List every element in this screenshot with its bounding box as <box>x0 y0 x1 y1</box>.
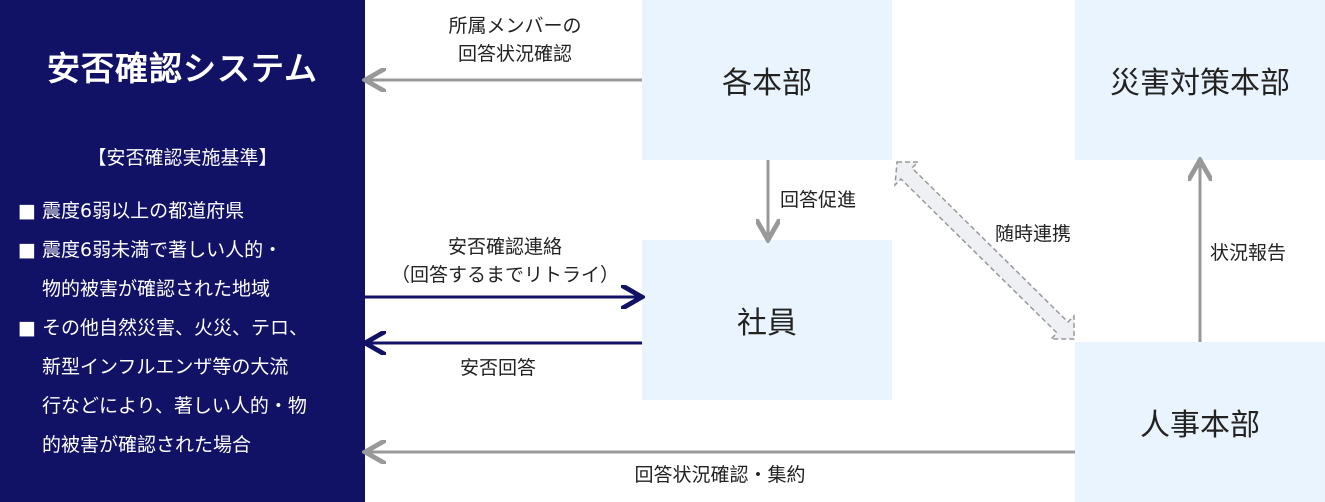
criteria-heading: 【安否確認実施基準】 <box>87 147 278 169</box>
criteria-line: その他自然災害、火災、テロ、 <box>42 317 309 339</box>
safety-confirmation-system-panel: 安否確認システム 【安否確認実施基準】 ■ 震度6弱以上の都道府県 ■ 震度6弱… <box>0 0 365 502</box>
criteria-line: 新型インフルエンザ等の大流 <box>42 356 289 378</box>
node-hr-hq: 人事本部 <box>1075 342 1325 502</box>
label-hq-to-employee: 回答促進 <box>780 189 857 211</box>
criteria-line: 物的被害が確認された地域 <box>42 278 271 300</box>
label-employee-to-system: 安否回答 <box>459 357 536 379</box>
node-headquarters: 各本部 <box>642 0 892 160</box>
criteria-line: 行などにより、著しい人的・物 <box>42 395 307 417</box>
criteria-item: ■ 震度6弱未満で著しい人的・物的被害が確認された地域 <box>18 231 363 309</box>
dashed-double-arrow-hq-hr <box>894 161 1075 340</box>
label-hr-to-system: 回答状況確認・集約 <box>634 464 806 486</box>
system-title: 安否確認システム <box>46 49 318 88</box>
label-hq-to-system: 所属メンバーの回答状況確認 <box>448 15 582 65</box>
node-employee: 社員 <box>642 240 892 400</box>
label-system-to-employee: 安否確認連絡（回答するまでリトライ） <box>390 236 619 286</box>
criteria-item: ■ 震度6弱以上の都道府県 <box>18 192 363 231</box>
bullet-square-icon: ■ <box>18 200 36 222</box>
criteria-list: ■ 震度6弱以上の都道府県 ■ 震度6弱未満で著しい人的・物的被害が確認された地… <box>18 192 363 465</box>
label-hr-to-disaster: 状況報告 <box>1210 242 1287 264</box>
bullet-square-icon: ■ <box>18 317 36 339</box>
label-hq-hr-link: 随時連携 <box>995 223 1072 245</box>
bullet-square-icon: ■ <box>18 239 36 261</box>
node-disaster-hq: 災害対策本部 <box>1075 0 1325 160</box>
criteria-item: ■ その他自然災害、火災、テロ、新型インフルエンザ等の大流行などにより、著しい人… <box>18 309 363 465</box>
criteria-line: 的被害が確認された場合 <box>42 434 252 456</box>
criteria-line: 震度6弱未満で著しい人的・ <box>42 239 283 261</box>
criteria-line: 震度6弱以上の都道府県 <box>42 200 245 222</box>
